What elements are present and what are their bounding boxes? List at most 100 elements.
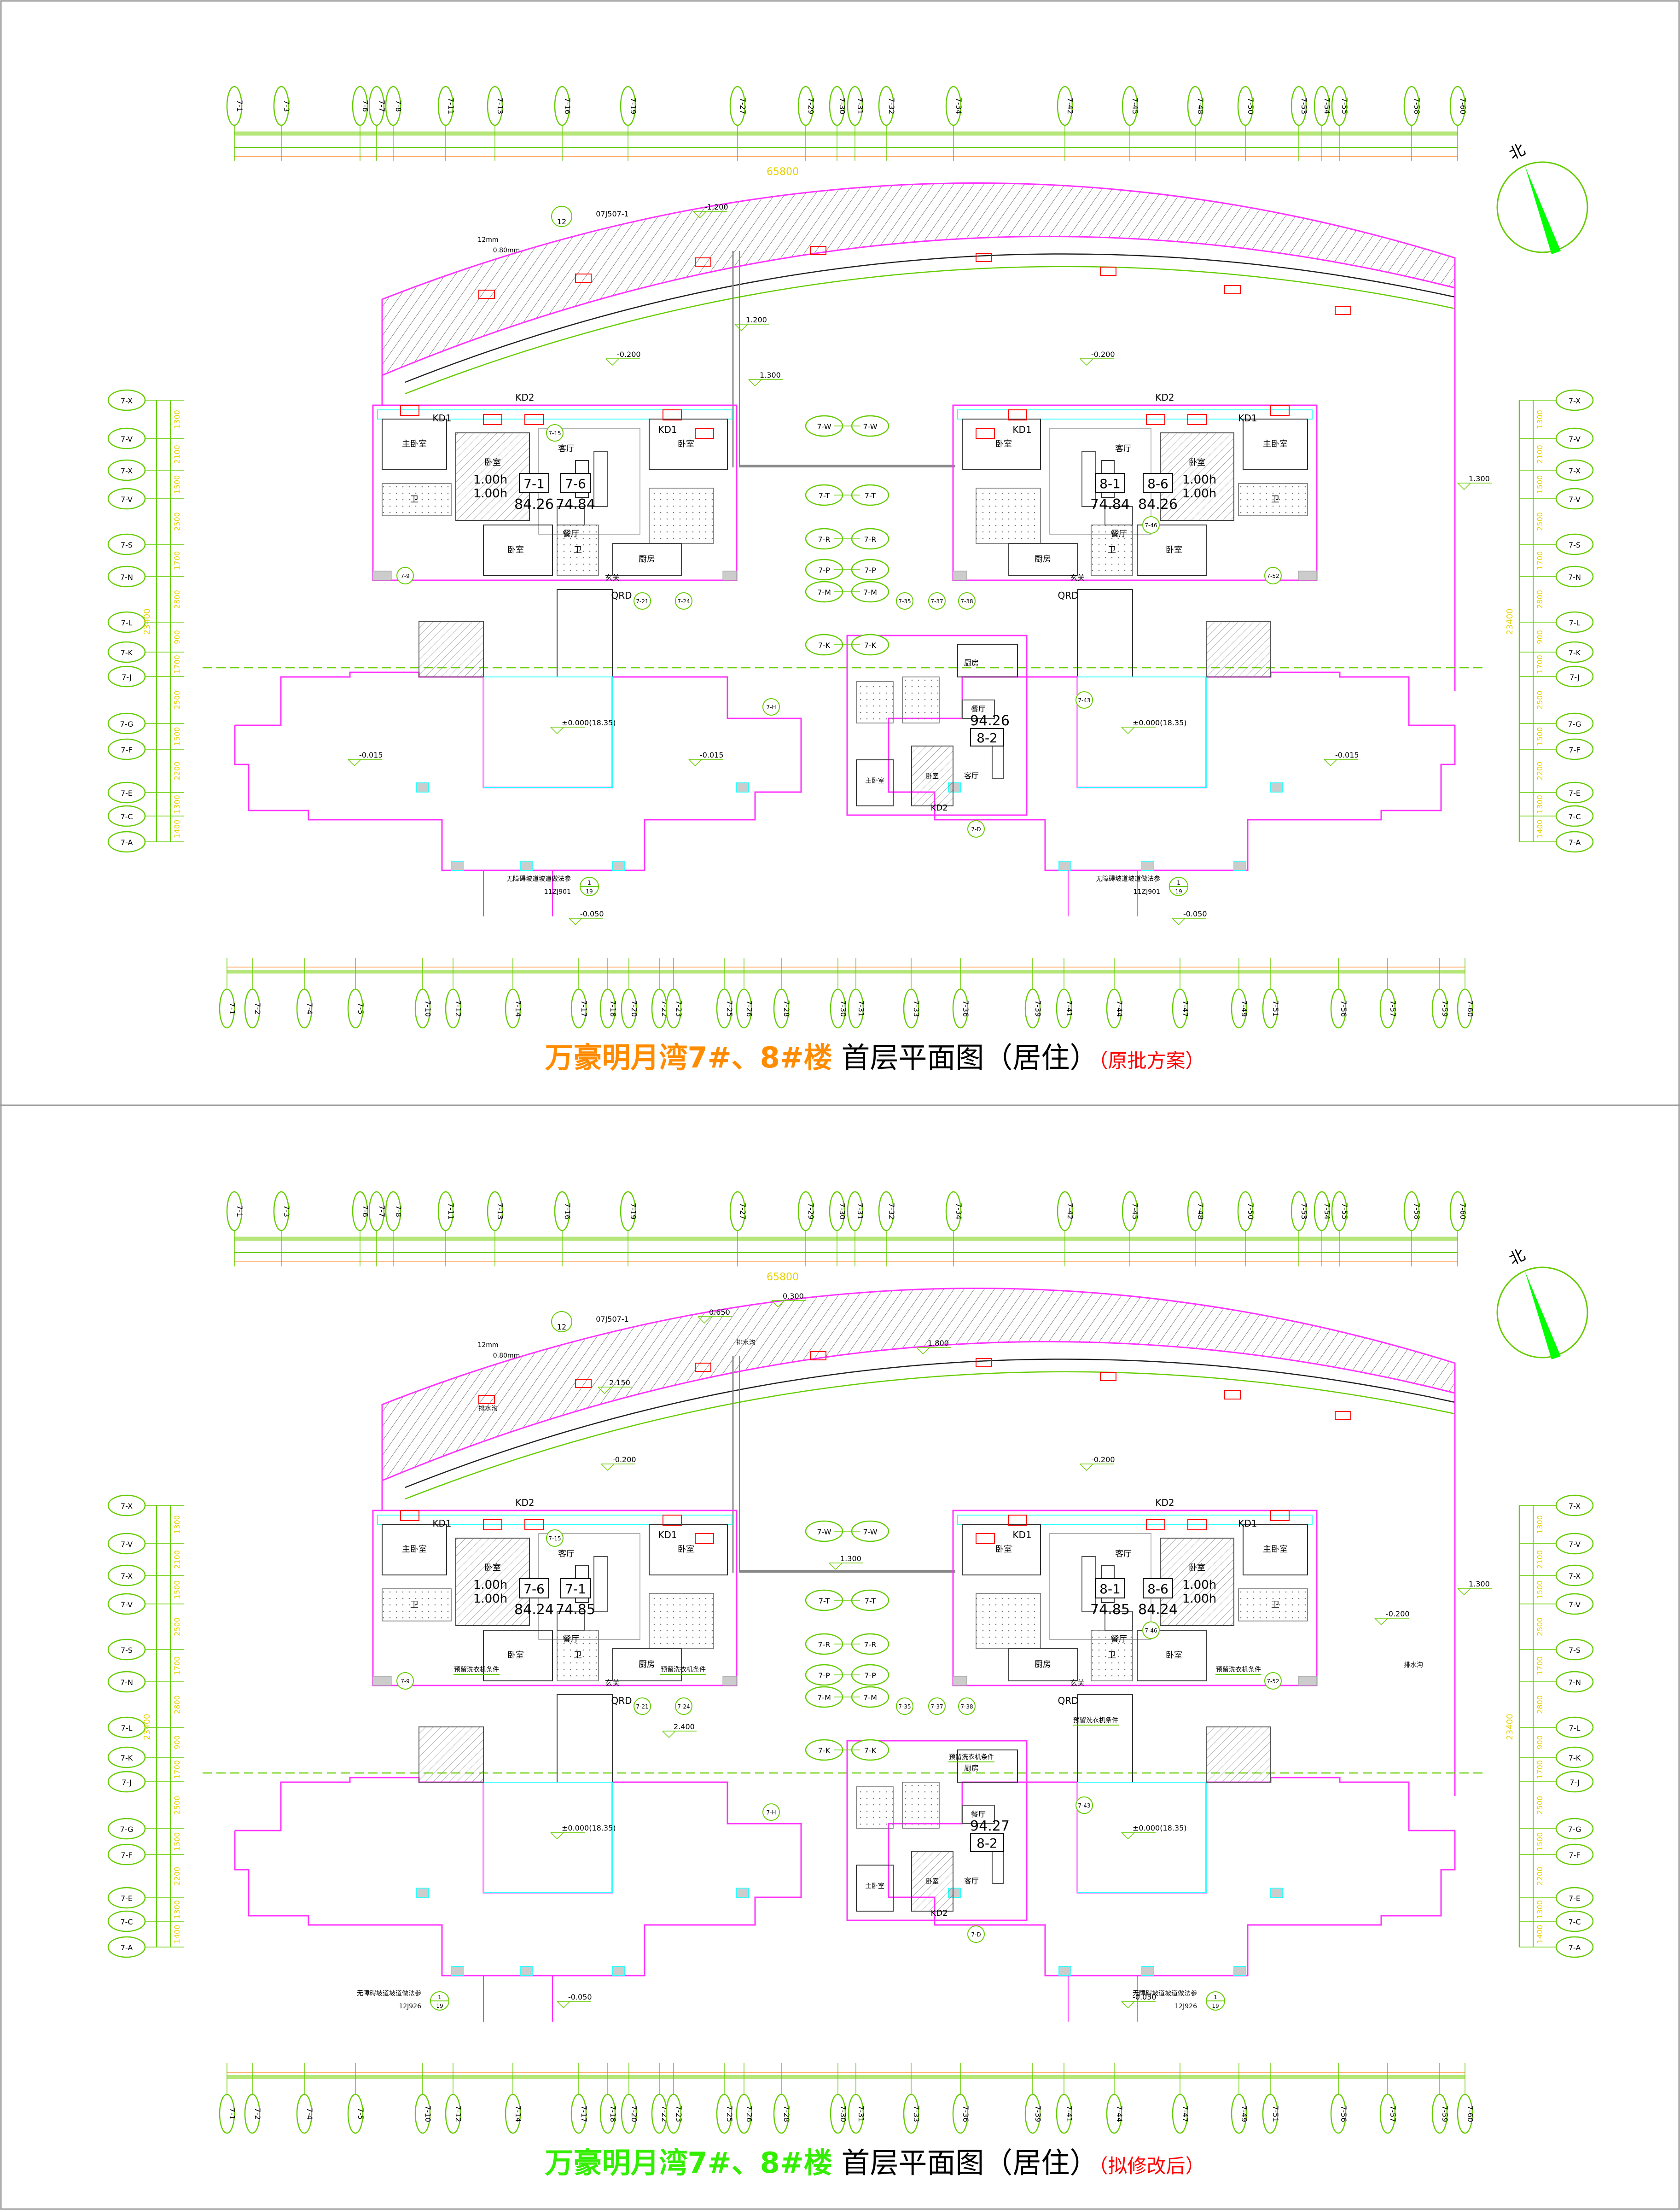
axis-label: 7-19 bbox=[629, 98, 638, 114]
axis-bubble: 7-X bbox=[1555, 459, 1594, 481]
axis-label: 7-K bbox=[1569, 648, 1581, 657]
elevation-value: -0.200 bbox=[612, 1455, 636, 1464]
axis-bubble: 7-27 bbox=[729, 1191, 747, 1231]
axis-bubble-circle bbox=[107, 1887, 146, 1909]
ac-unit-icon bbox=[400, 1510, 419, 1521]
axis-bubble: 7-57 bbox=[1379, 988, 1397, 1029]
axis-bubble-circle bbox=[945, 86, 962, 126]
room-label: 卧室 bbox=[507, 1650, 524, 1660]
axis-label: 7-G bbox=[1568, 720, 1581, 729]
axis-bubble: 7-2 bbox=[244, 2093, 262, 2134]
axis-bubble: 7-J bbox=[1555, 665, 1594, 688]
axis-bubble: 7-10 bbox=[414, 2093, 432, 2134]
axis-bubble-circle bbox=[896, 592, 913, 610]
elevation-symbol bbox=[557, 2001, 591, 2009]
axis-bubble: 7-F bbox=[1555, 738, 1594, 760]
axis-label: 7-2 bbox=[253, 2108, 262, 2120]
dimension: 2100 bbox=[173, 1550, 181, 1569]
axis-label: 7-F bbox=[1569, 1851, 1580, 1860]
axis-bubble-circle bbox=[1231, 988, 1247, 1029]
axis-label: 7-45 bbox=[1131, 1203, 1139, 1219]
axis-bubble-circle bbox=[1555, 459, 1594, 481]
room-label: 主卧室 bbox=[865, 1882, 884, 1890]
dimension: 1400 bbox=[1535, 820, 1544, 839]
axis-bubble-circle bbox=[414, 988, 431, 1029]
axis-label: 7-K bbox=[818, 1746, 831, 1755]
axis-label: 7-K bbox=[121, 1754, 133, 1762]
axis-bubble-circle bbox=[729, 1191, 746, 1231]
axis-label: 7-T bbox=[819, 1597, 830, 1605]
ac-unit-icon bbox=[478, 1395, 495, 1404]
room-label: 卫 bbox=[410, 495, 419, 504]
axis-bubble-circle bbox=[1075, 1796, 1093, 1814]
detail-sheet: 19 bbox=[1175, 888, 1182, 895]
axis-label: 7-V bbox=[1569, 1540, 1581, 1549]
kitchen bbox=[957, 1749, 1018, 1783]
axis-bubble: 7-P bbox=[851, 1664, 889, 1686]
elevation-value: 1.300 bbox=[760, 371, 781, 379]
axis-bubble-circle bbox=[1237, 86, 1254, 126]
dining-table bbox=[557, 506, 585, 525]
room-label: 卫 bbox=[574, 545, 582, 555]
axis-bubble: 7-V bbox=[1555, 488, 1594, 510]
axis-bubble-circle bbox=[1106, 988, 1122, 1029]
elevation-value: -0.200 bbox=[1386, 1609, 1410, 1618]
axis-label: 7-50 bbox=[1246, 98, 1255, 114]
axis-bubble: 7-E bbox=[1555, 781, 1594, 804]
axis-label: 7-34 bbox=[954, 1203, 963, 1219]
axis-bubble-circle bbox=[1314, 1191, 1330, 1231]
axis-label: 7-15 bbox=[548, 430, 561, 437]
axis-bubble: 7-F bbox=[1555, 1843, 1594, 1866]
axis-bubble: 7-31 bbox=[848, 2093, 866, 2134]
axis-bubble: 7-A bbox=[107, 831, 146, 853]
axis-label: 7-11 bbox=[447, 98, 455, 114]
axis-bubble: 7-48 bbox=[1187, 1191, 1205, 1231]
axis-label: 7-C bbox=[1568, 1918, 1581, 1926]
axis-bubble-circle bbox=[1555, 738, 1594, 760]
axis-bubble: 7-L bbox=[1555, 1716, 1594, 1738]
axis-bubble-circle bbox=[878, 86, 895, 126]
axis-label: 7-K bbox=[864, 641, 877, 650]
room-label: 卧室 bbox=[1189, 1563, 1205, 1573]
detail-index: 1 bbox=[1214, 1994, 1217, 2000]
axis-bubble: 7-11 bbox=[437, 1191, 455, 1231]
elevation-value: -0.050 bbox=[1183, 910, 1207, 918]
dimension: 2500 bbox=[1535, 512, 1544, 531]
axis-label: 7-X bbox=[1569, 1502, 1581, 1510]
axis-bubble: 7-50 bbox=[1237, 1191, 1255, 1231]
ac-unit-icon bbox=[1224, 285, 1241, 294]
axis-label: 7-12 bbox=[454, 1000, 463, 1017]
axis-label: 7-J bbox=[122, 673, 132, 682]
dimension: 1500 bbox=[173, 727, 181, 746]
dimension: 1500 bbox=[173, 1832, 181, 1851]
column bbox=[1270, 782, 1283, 793]
detail-ref-circle bbox=[551, 206, 572, 227]
axis-bubble: 7-S bbox=[1555, 1639, 1594, 1661]
axis-label: 7-X bbox=[121, 1502, 133, 1510]
axis-bubble: 7-6 bbox=[352, 86, 370, 126]
unit-id: 8-1 bbox=[1099, 1581, 1121, 1597]
room-label: 客厅 bbox=[964, 771, 979, 780]
room-label: QRD bbox=[611, 590, 632, 601]
axis-label: 7-46 bbox=[1145, 522, 1157, 529]
axis-bubble-circle bbox=[107, 1910, 146, 1932]
axis-bubble-circle bbox=[1555, 641, 1594, 663]
axis-label: 7-V bbox=[121, 1600, 133, 1609]
lobby bbox=[1077, 676, 1207, 788]
axis-label: 7-6 bbox=[361, 1205, 370, 1217]
axis-label: 7-45 bbox=[1131, 98, 1139, 114]
axis-label: 7-54 bbox=[1323, 1203, 1331, 1219]
axis-bubble: 7-41 bbox=[1056, 2093, 1074, 2134]
axis-bubble-circle bbox=[1555, 1593, 1594, 1615]
axis-bubble-circle bbox=[1403, 86, 1420, 126]
fire-rated-bedroom bbox=[911, 1851, 953, 1912]
axis-label: 7-29 bbox=[807, 98, 815, 114]
axis-bubble-circle bbox=[958, 1697, 976, 1715]
axis-bubble-circle bbox=[1555, 1716, 1594, 1738]
room-label: 玄关 bbox=[1070, 1679, 1085, 1687]
axis-label: 7-A bbox=[121, 1943, 133, 1952]
column bbox=[1233, 1966, 1246, 1976]
axis-bubble: 7-29 bbox=[797, 1191, 815, 1231]
axis-bubble: 7-16 bbox=[554, 1191, 572, 1231]
